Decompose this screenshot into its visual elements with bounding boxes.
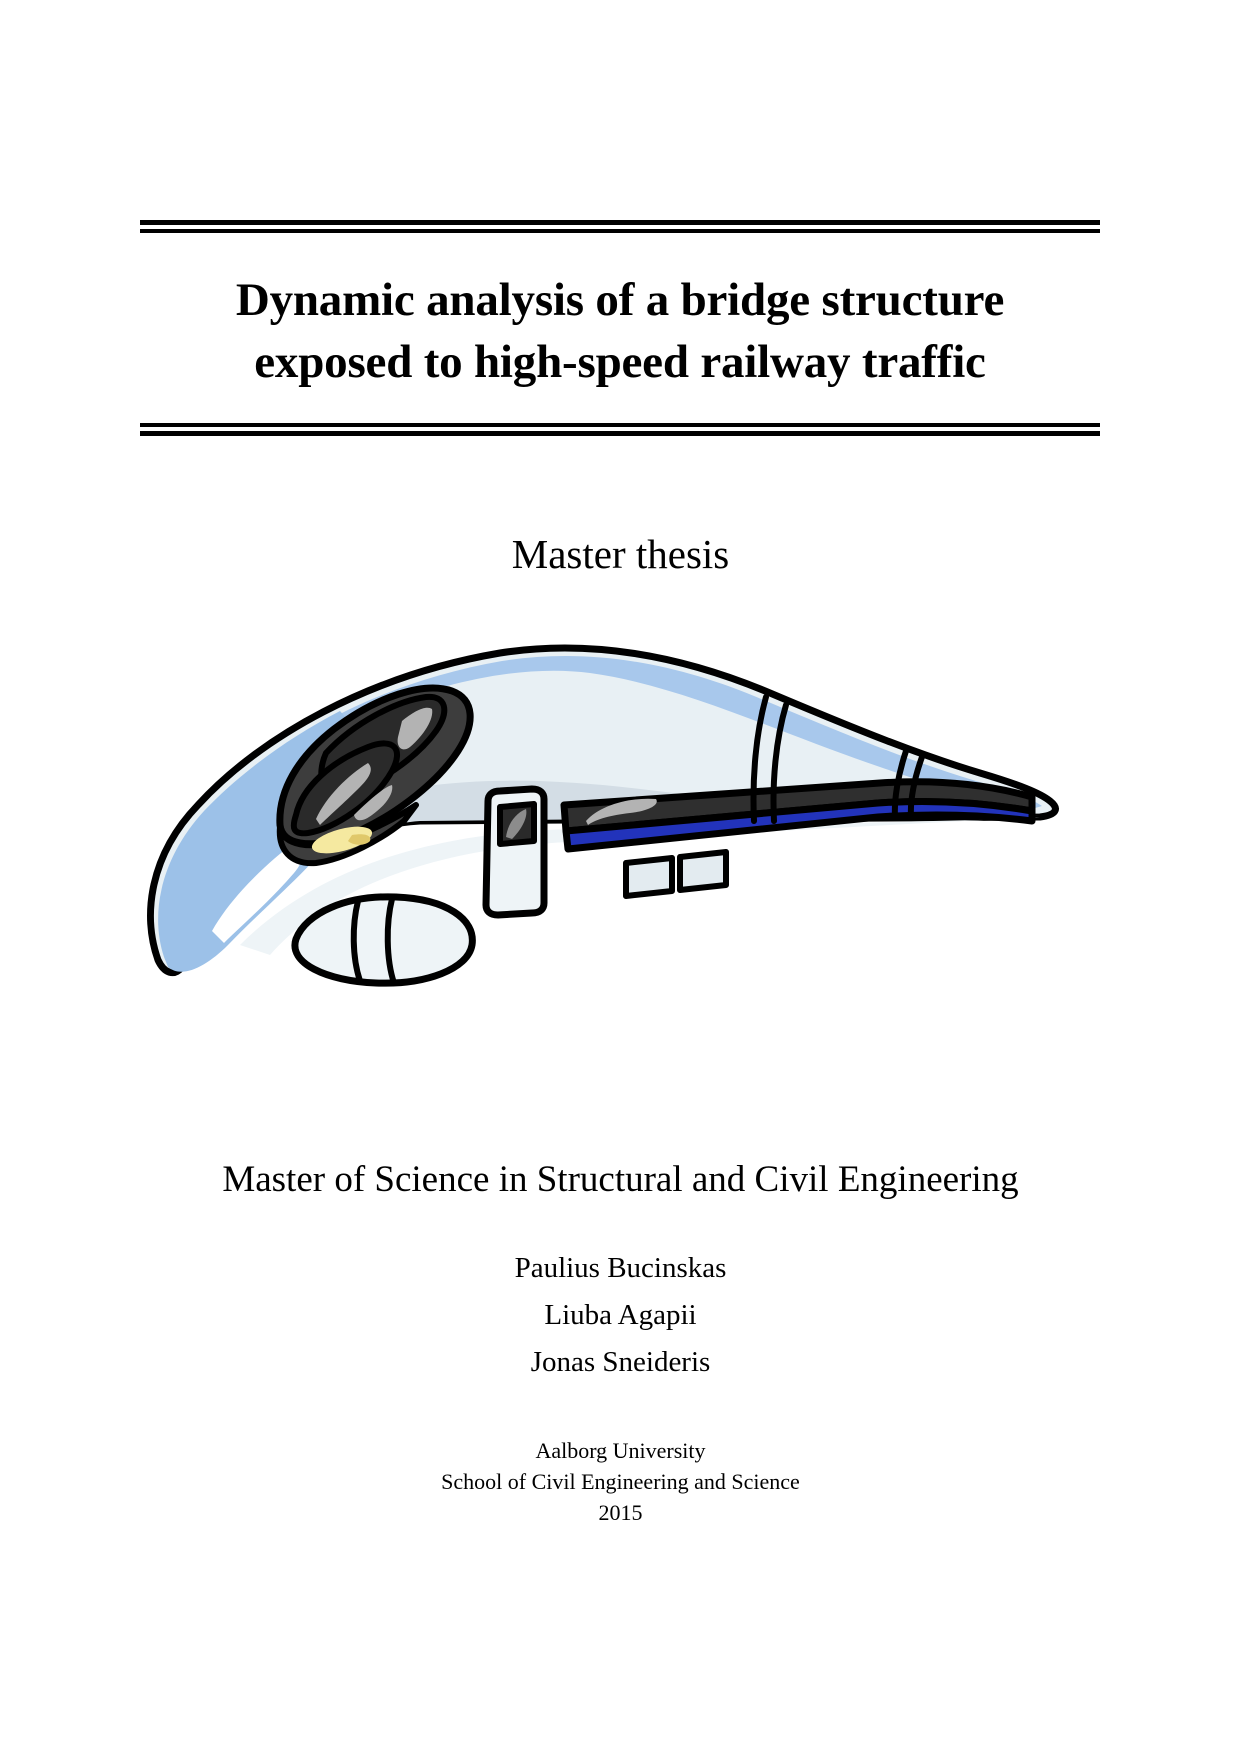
footer-institution: Aalborg University [535, 1438, 706, 1463]
bottom-rule-group [140, 423, 1100, 437]
bottom-rule-gap [140, 427, 1100, 432]
page-title-line-2: exposed to high-speed railway traffic [254, 336, 986, 389]
footer-year: 2015 [598, 1500, 643, 1526]
author-name: Jonas Sneideris [530, 1345, 711, 1378]
author-list: Paulius Bucinskas Liuba Agapii Jonas Sne… [0, 1245, 1241, 1386]
top-rule-group [140, 220, 1100, 233]
author-name: Liuba Agapii [544, 1298, 697, 1331]
footer-department: School of Civil Engineering and Science [441, 1469, 800, 1495]
degree-line: Master of Science in Structural and Civi… [222, 1159, 1019, 1200]
bottom-rule-lower [140, 431, 1100, 437]
bottom-rule-upper [140, 423, 1100, 428]
top-rule-upper [140, 220, 1100, 225]
high-speed-train-icon [147, 644, 1059, 987]
author-name: Paulius Bucinskas [514, 1252, 727, 1284]
page-title: Dynamic analysis of a bridge structure e… [140, 233, 1100, 423]
title-block: Dynamic analysis of a bridge structure e… [140, 220, 1100, 437]
top-rule-gap [140, 225, 1100, 229]
train-illustration [120, 615, 1120, 1035]
page-title-line-1: Dynamic analysis of a bridge structure [235, 274, 1005, 326]
top-rule-lower [140, 229, 1100, 233]
document-subtitle: Master thesis [511, 531, 730, 577]
footer-block: Aalborg University School of Civil Engin… [0, 1435, 1241, 1529]
